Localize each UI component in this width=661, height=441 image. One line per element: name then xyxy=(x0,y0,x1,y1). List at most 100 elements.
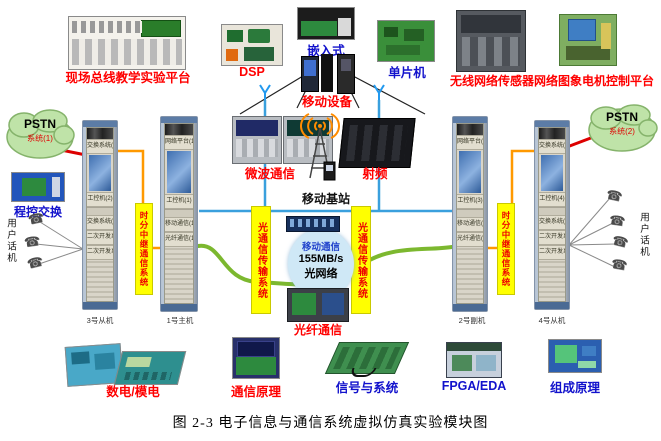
rack-divider xyxy=(457,209,483,217)
rack-cap xyxy=(535,121,569,127)
pcx-pcb xyxy=(22,178,46,196)
rack-cap xyxy=(161,117,197,123)
rack-photo xyxy=(541,155,563,191)
embedded-panel xyxy=(338,18,351,36)
board-chip xyxy=(582,346,596,356)
rack-body: 网络平台(1) 工控机(1) 移动通信(1) 光纤通信(1) xyxy=(164,123,194,304)
user-phones-label-left: 用户话机 xyxy=(5,218,16,264)
rack-section-label: 工控机(2) xyxy=(87,192,113,207)
figure-caption: 图 2-3 电子信息与通信系统虚拟仿真实验模块图 xyxy=(172,416,489,431)
board-screen xyxy=(125,357,152,367)
rack-body: 交换系统(1) 工控机(2) 交换系统(2) 二次开发系统(1) 二次开发系统(… xyxy=(86,127,114,302)
comm-principle-label: 通信原理 xyxy=(230,385,281,399)
rack-section-label: 工控机(3) xyxy=(457,194,483,209)
mcu-chip xyxy=(384,27,398,37)
mcu-chip xyxy=(404,29,424,41)
rack-section-label: 二次开发系统(2) xyxy=(87,245,113,260)
fieldbus-modules-row xyxy=(72,21,142,33)
tdm-system-label-left: 时分中继通信系统 xyxy=(135,203,153,295)
case-pcb xyxy=(236,357,276,375)
telephone-icon: ☎ xyxy=(608,211,627,230)
embedded-board-image xyxy=(297,7,355,40)
phone-lines-right xyxy=(568,197,617,268)
rack-vent xyxy=(87,260,113,301)
rack-cap xyxy=(83,121,117,127)
rack-section-label: 交换系统(4) xyxy=(539,215,565,230)
platform-screen xyxy=(568,19,596,41)
rack-header-strip xyxy=(457,124,483,135)
fieldbus-platform-image xyxy=(68,16,186,70)
composition-label: 组成原理 xyxy=(549,381,600,395)
pstn-text: PSTN xyxy=(605,110,638,124)
rack-divider xyxy=(165,209,193,217)
rack-section-label: 工控机(4) xyxy=(539,192,565,207)
rack-section-label: 交换系统(1) xyxy=(87,139,113,154)
rack-divider xyxy=(87,207,113,215)
wireless-sensor-label: 无线网络传感器 xyxy=(449,74,534,88)
fiber-label: 光纤通信 xyxy=(293,323,342,337)
rack-name: 1号主机 xyxy=(166,316,194,325)
board-detail xyxy=(124,372,173,380)
signals-systems-label: 信号与系统 xyxy=(335,381,399,395)
embedded-label: 嵌入式 xyxy=(307,44,345,58)
rack-base xyxy=(453,304,487,311)
optical-system-label-left: 光通信传输系统 xyxy=(251,206,271,314)
rack-section-label: 移动通信(2) xyxy=(457,217,483,232)
mobile-phone xyxy=(321,54,333,92)
rack-body: 交换系统(3) 工控机(4) 交换系统(4) 二次开发系统(3) 二次开发系统(… xyxy=(538,127,566,302)
comm-principle-case-image xyxy=(232,337,280,379)
pstn-cloud-left: PSTN 系统(1) xyxy=(4,103,76,163)
rack-section-label: 工控机(1) xyxy=(165,194,193,209)
tdm-system-label-right: 时分中继通信系统 xyxy=(497,203,515,295)
mobile-phone xyxy=(301,56,319,92)
rack-divider xyxy=(539,207,565,215)
case-screen xyxy=(237,341,275,357)
fiber-pcb xyxy=(322,293,344,315)
cloud-shape xyxy=(588,104,658,152)
rack-section-label: 网络平台(2) xyxy=(457,135,483,150)
composition-board-image xyxy=(548,339,602,373)
wireless-sensor-case-image xyxy=(456,10,526,72)
rack-section-label: 光纤通信(1) xyxy=(165,232,193,247)
rack-section-label: 交换系统(3) xyxy=(539,139,565,154)
dsp-label: DSP xyxy=(239,65,265,79)
ellipse-line1: 移动通信 xyxy=(301,242,340,253)
board-chip xyxy=(555,345,577,363)
rack-photo xyxy=(459,151,481,193)
case-lid xyxy=(447,343,501,351)
optical-network-ellipse: 移动通信 155MB/s 光网络 xyxy=(288,229,354,299)
rack-name: 2号副机 xyxy=(458,316,486,325)
mobile-comm-board-image xyxy=(286,216,340,232)
rack-2-aux: 网络平台(2) 工控机(3) 移动通信(2) 光纤通信(2) xyxy=(452,116,488,312)
pstn-text: PSTN xyxy=(23,117,56,131)
optical-system-label-right: 光通信传输系统 xyxy=(351,206,371,314)
case-screen xyxy=(236,120,278,136)
sensor-modules xyxy=(462,37,520,66)
microwave-case xyxy=(232,116,282,164)
fpga-eda-case-image xyxy=(446,342,502,378)
base-station-tower-icon xyxy=(300,113,340,181)
rack-base xyxy=(161,304,197,311)
rf-label: 射频 xyxy=(362,167,388,181)
rack-body: 网络平台(2) 工控机(3) 移动通信(2) 光纤通信(2) xyxy=(456,123,484,304)
mobile-devices-image xyxy=(301,54,355,94)
rack-base xyxy=(535,302,569,309)
mcu-board-image xyxy=(377,20,435,62)
embedded-pcb xyxy=(301,21,337,36)
rack-section-label: 移动通信(1) xyxy=(165,217,193,232)
rack-section-label: 网络平台(1) xyxy=(165,135,193,150)
rack-section-label: 光纤通信(2) xyxy=(457,232,483,247)
fiber-board-image xyxy=(287,288,349,322)
mcu-label: 单片机 xyxy=(388,66,426,80)
cloud-shape xyxy=(6,109,75,159)
board-detail xyxy=(333,347,401,369)
rack-3-slave: 交换系统(1) 工控机(2) 交换系统(2) 二次开发系统(1) 二次开发系统(… xyxy=(82,120,118,310)
antenna-icon xyxy=(373,84,385,100)
telephone-icon: ☎ xyxy=(609,255,629,274)
board-chip xyxy=(71,351,90,365)
platform-part xyxy=(601,23,611,49)
rack-4-slave: 交换系统(3) 工控机(4) 交换系统(4) 二次开发系统(3) 二次开发系统(… xyxy=(534,120,570,310)
mobile-device-label: 移动设备 xyxy=(301,95,352,109)
dsp-board-image xyxy=(221,24,283,66)
